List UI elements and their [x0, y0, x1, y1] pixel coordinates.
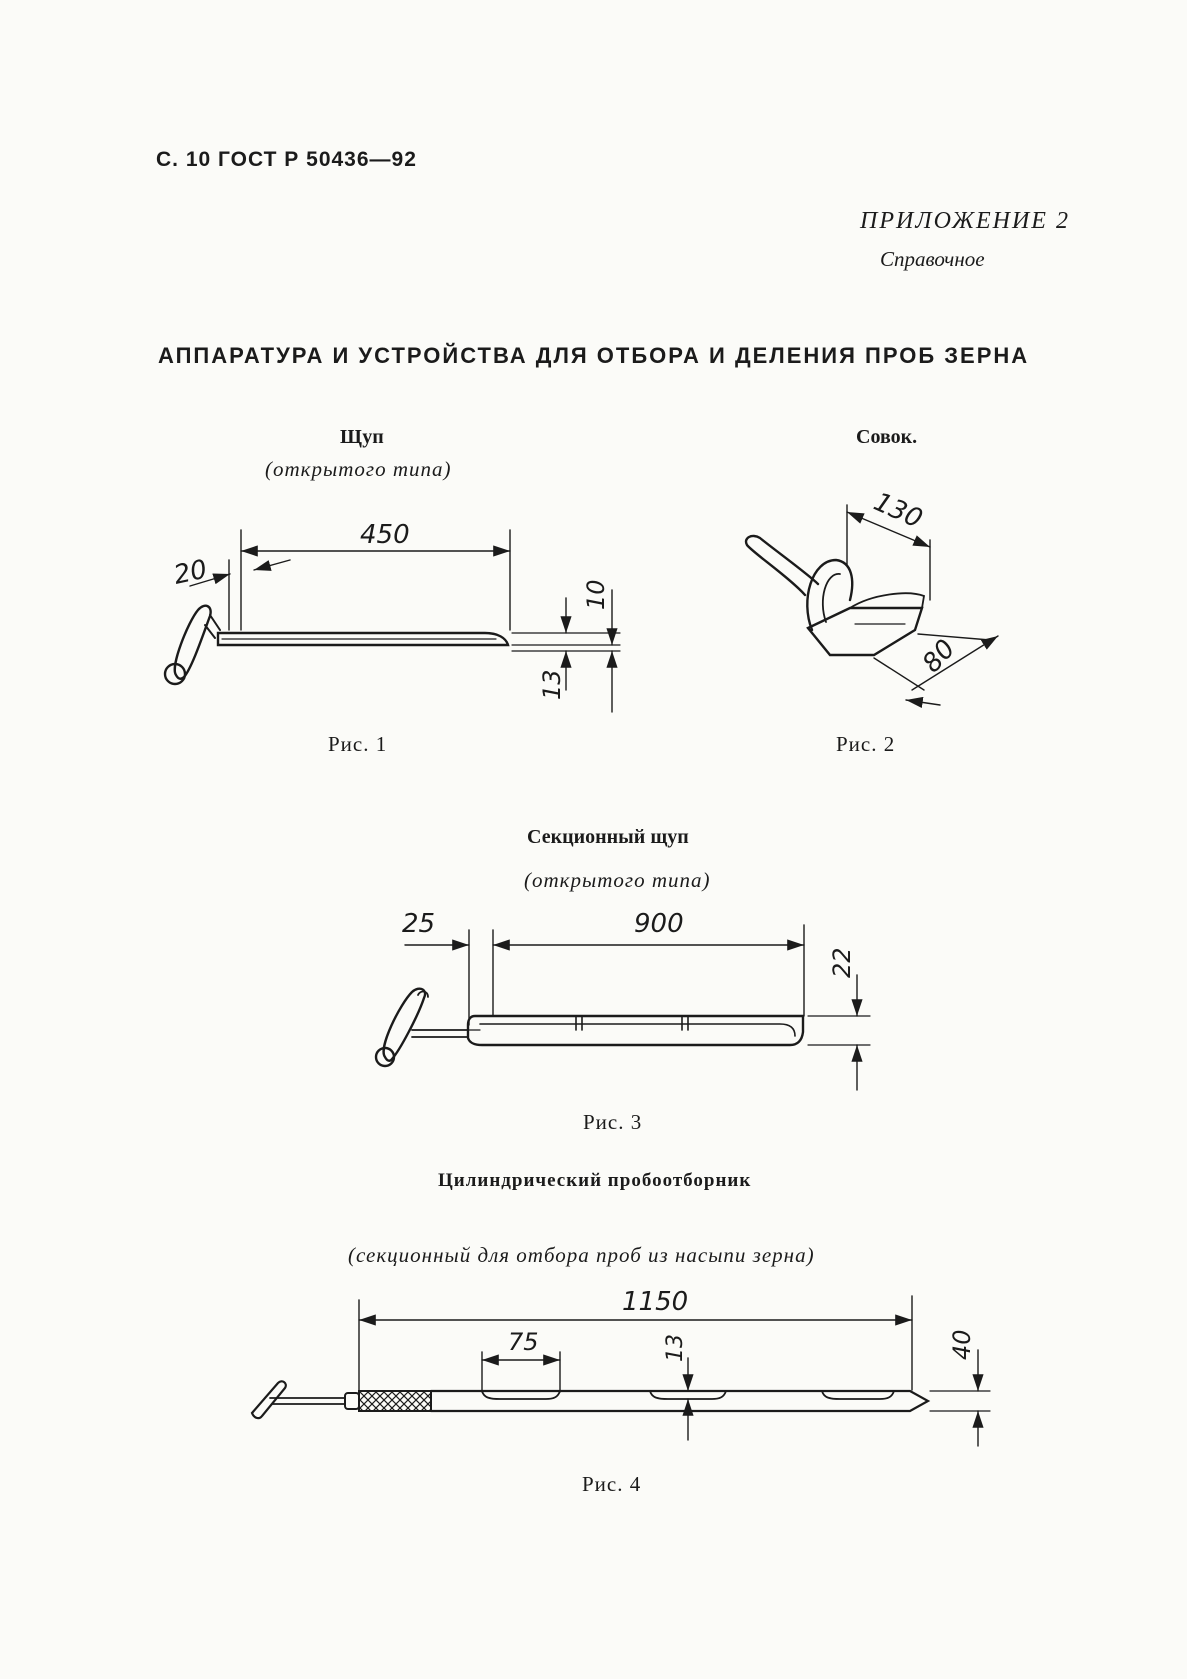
fig1-subtitle: (открытого типа) [265, 457, 452, 481]
fig1-probe-body [216, 631, 510, 647]
fig4-subtitle: (секционный для отбора проб из насыпи зе… [348, 1243, 815, 1267]
page-header: С. 10 ГОСТ Р 50436—92 [156, 148, 417, 171]
fig4-knurled-grip [358, 1390, 432, 1412]
fig2-handle [744, 534, 820, 597]
fig1-title: Щуп [340, 426, 384, 448]
fig3-probe-body [466, 1014, 805, 1047]
fig4-dim-75: 75 [508, 1328, 539, 1356]
page-title: АППАРАТУРА И УСТРОЙСТВА ДЛЯ ОТБОРА И ДЕЛ… [158, 343, 1030, 368]
fig3-subtitle: (открытого типа) [524, 868, 711, 892]
fig1-dim-450: 450 [360, 520, 410, 550]
fig4-dim-1150: 1150 [622, 1287, 688, 1317]
appendix-label: ПРИЛОЖЕНИЕ 2 [860, 208, 1070, 234]
fig4-title: Цилиндрический пробоотборник [438, 1170, 752, 1191]
fig4-caption: Рис. 4 [582, 1472, 642, 1496]
fig4-handle [250, 1380, 287, 1420]
fig2-caption: Рис. 2 [836, 732, 896, 756]
fig1-handle [173, 604, 212, 680]
fig2-dim-80: 80 [917, 634, 961, 679]
fig3-dim-22: 22 [828, 947, 856, 978]
fig4-cylindrical-sampler-drawing: 1150 75 13 40 [250, 1287, 991, 1447]
fig3-dim-900: 900 [634, 909, 684, 939]
appendix-type: Справочное [880, 247, 985, 271]
fig4-tube [429, 1389, 931, 1413]
fig1-dim-20: 20 [171, 555, 210, 591]
fig3-title: Секционный щуп [527, 826, 689, 848]
fig4-dim-40: 40 [948, 1329, 976, 1360]
fig3-handle [382, 987, 427, 1062]
fig2-title: Совок. [856, 426, 918, 448]
fig4-dim-13: 13 [663, 1334, 688, 1362]
fig3-sectional-probe-drawing: 25 900 22 [374, 909, 871, 1091]
fig1-dim-13: 13 [538, 669, 566, 700]
fig3-dim-25: 25 [402, 909, 435, 939]
fig2-dim-130: 130 [869, 487, 927, 535]
fig2-scoop-drawing: 130 80 [744, 487, 999, 708]
fig3-caption: Рис. 3 [583, 1110, 643, 1134]
fig1-probe-drawing: 450 20 10 13 [163, 520, 621, 713]
fig1-dim-10: 10 [582, 579, 610, 610]
fig1-caption: Рис. 1 [328, 732, 388, 756]
